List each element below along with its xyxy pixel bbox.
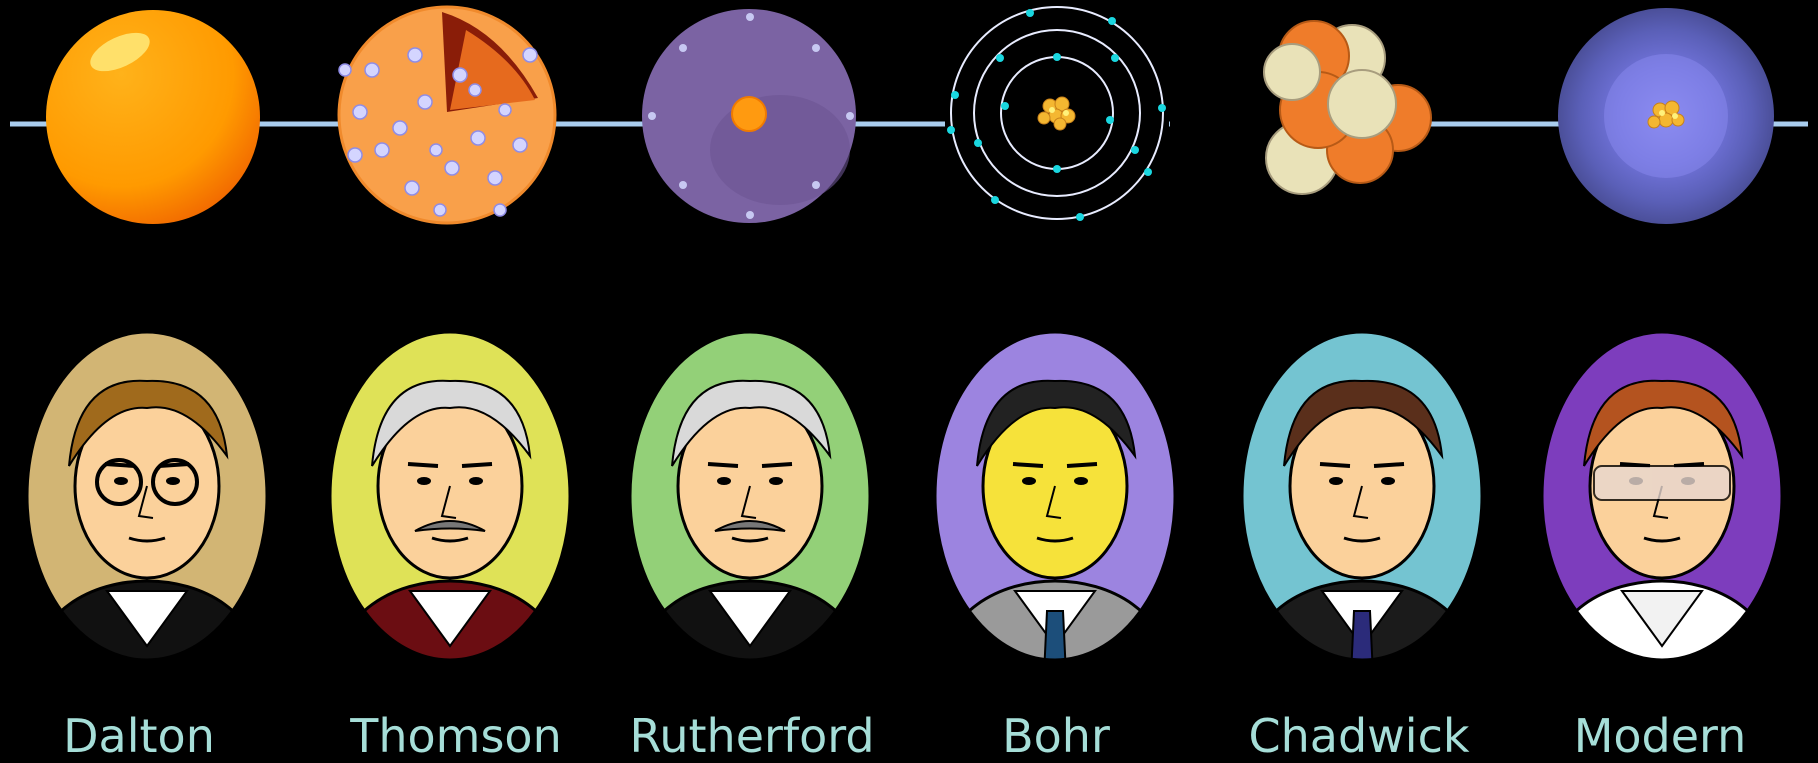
modern-atom-model <box>1558 8 1774 224</box>
portrait-dalton <box>27 332 267 741</box>
rutherford-atom-model <box>642 9 856 223</box>
scientist-label-dalton: Dalton <box>0 712 289 760</box>
portrait-chadwick <box>1242 332 1482 741</box>
bohr-atom-model <box>945 7 1169 221</box>
portrait-rutherford <box>630 332 870 741</box>
dalton-atom-model <box>46 10 260 224</box>
portrait-thomson <box>330 332 570 741</box>
thomson-atom-model <box>339 7 555 223</box>
scientist-label-bohr: Bohr <box>906 712 1206 760</box>
portrait-bohr <box>935 332 1175 741</box>
scientist-label-modern: Modern <box>1510 712 1810 760</box>
scientist-label-chadwick: Chadwick <box>1209 712 1509 760</box>
chadwick-atom-model <box>1170 21 1431 194</box>
portrait-modern <box>1542 332 1782 741</box>
scientist-label-rutherford: Rutherford <box>602 712 902 760</box>
scientist-label-thomson: Thomson <box>306 712 606 760</box>
